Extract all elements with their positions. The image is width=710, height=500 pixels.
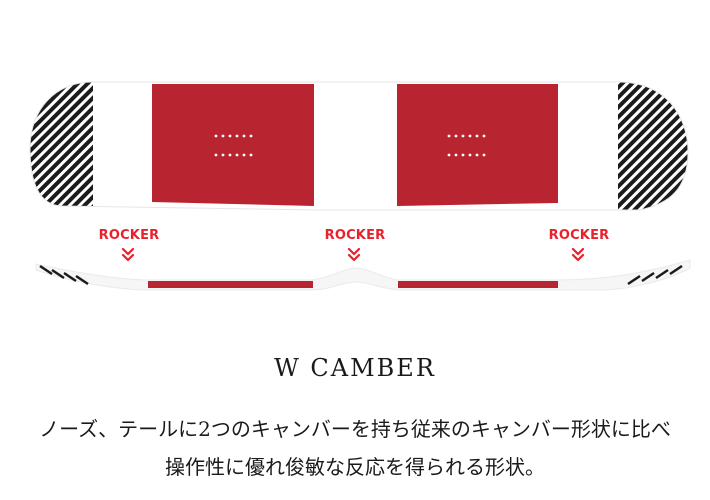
profile-outline [35, 259, 691, 291]
tail-stripes [618, 82, 688, 210]
nose-profile-stripes [39, 264, 89, 286]
rocker-label-center: ROCKER [324, 228, 386, 243]
rocker-label-tail: ROCKER [548, 228, 610, 243]
right-insert-holes [447, 134, 486, 157]
board-side-profile [35, 259, 691, 291]
profile-title: W CAMBER [274, 354, 436, 382]
rocker-chevron-icon-3 [571, 247, 585, 262]
right-binding-panel [397, 84, 558, 206]
description-line-1: ノーズ、テールに2つのキャンバーを持ち従来のキャンバー形状に比べ [39, 417, 671, 441]
left-insert-holes [214, 134, 253, 157]
snowboard-illustration [29, 81, 691, 291]
tail-profile-stripes [627, 264, 683, 286]
left-binding-panel [152, 84, 314, 206]
rocker-label-nose: ROCKER [98, 228, 160, 243]
left-profile-red [148, 281, 313, 288]
board-outline [29, 81, 689, 211]
nose-stripes [30, 82, 93, 210]
board-top-view [30, 82, 688, 210]
description-line-2: 操作性に優れ俊敏な反応を得られる形状。 [165, 455, 545, 479]
right-profile-red [398, 281, 558, 288]
rocker-chevron-icon-2 [347, 247, 361, 262]
rocker-chevron-icon-1 [121, 247, 135, 262]
